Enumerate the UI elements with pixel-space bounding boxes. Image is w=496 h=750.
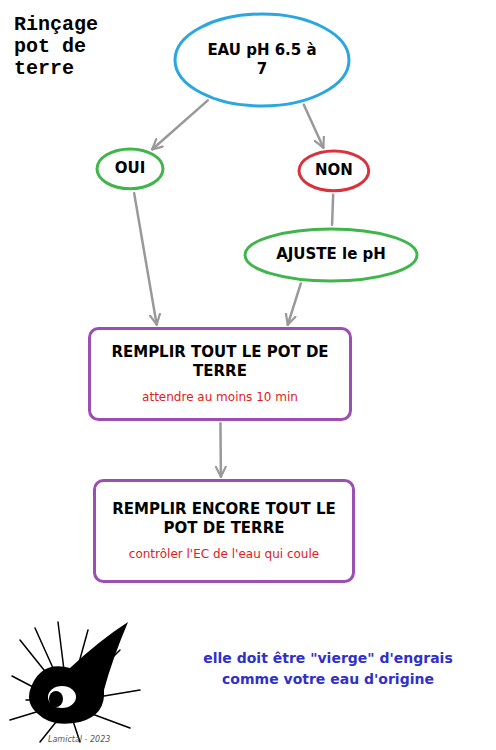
- process-ellipse: AJUSTE le pH: [243, 227, 419, 283]
- connector-arrow: [304, 105, 324, 148]
- connector-arrow: [219, 423, 222, 476]
- node-text: AJUSTE le pH: [276, 245, 386, 265]
- node-text: OUI: [115, 159, 146, 179]
- yes-ellipse: OUI: [95, 147, 165, 191]
- node-text: NON: [315, 161, 353, 181]
- note-text: elle doit être "vierge" d'engrais comme …: [178, 648, 478, 690]
- node-text: EAU pH 6.5 à 7: [207, 41, 317, 80]
- connector-arrow: [332, 195, 333, 225]
- node-note: attendre au moins 10 min: [142, 390, 298, 406]
- node-note: contrôler l'EC de l'eau qui coule: [129, 547, 319, 563]
- diagram-title: Rinçage pot de terre: [14, 14, 114, 80]
- process-box: REMPLIR ENCORE TOUT LE POT DE TERRE contr…: [93, 479, 355, 583]
- watermark: Lamictal - 2023: [48, 736, 168, 745]
- decision-ellipse: EAU pH 6.5 à 7: [173, 12, 351, 108]
- connector-arrow: [288, 283, 301, 324]
- node-text: REMPLIR ENCORE TOUT LE POT DE TERRE: [104, 500, 344, 539]
- connector-arrow: [152, 100, 208, 149]
- node-text: REMPLIR TOUT LE POT DE TERRE: [110, 343, 330, 382]
- no-ellipse: NON: [297, 149, 371, 193]
- process-box: REMPLIR TOUT LE POT DE TERRE attendre au …: [88, 327, 352, 421]
- connector-arrow: [134, 193, 157, 325]
